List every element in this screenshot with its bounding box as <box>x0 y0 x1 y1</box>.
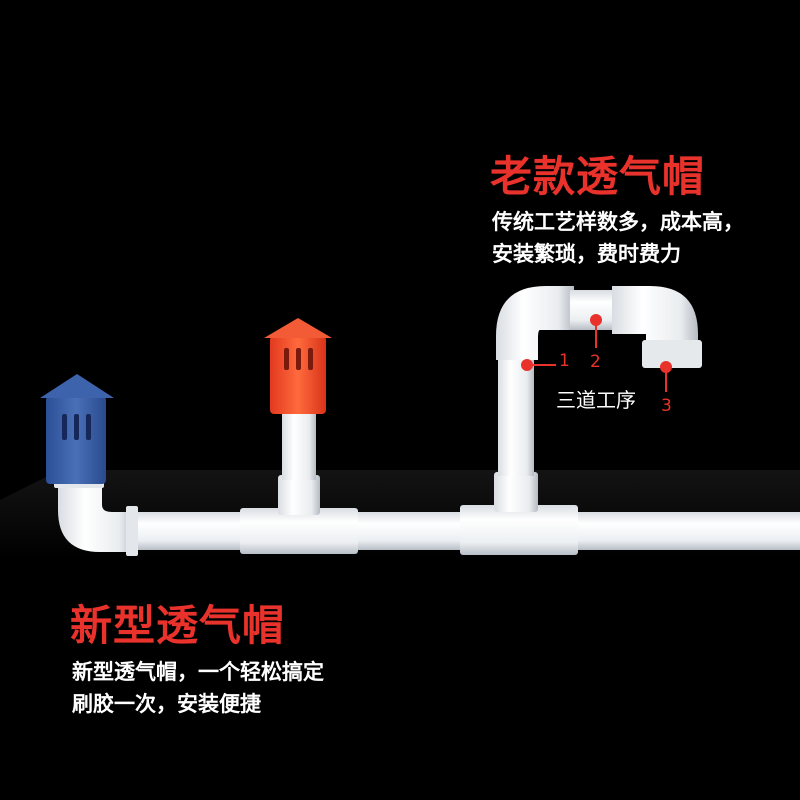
new-style-title: 新型透气帽 <box>70 601 286 650</box>
callout-label-2: 2 <box>590 352 601 372</box>
new-style-desc-line1: 新型透气帽，一个轻松搞定 <box>72 660 324 684</box>
pipe-tee-icon <box>240 410 358 554</box>
old-style-desc-line2: 安装繁琐，费时费力 <box>492 242 681 266</box>
old-style-desc-line1: 传统工艺样数多，成本高， <box>492 210 744 234</box>
callout-label-3: 3 <box>661 396 672 416</box>
old-style-title: 老款透气帽 <box>490 152 706 201</box>
blue-vent-cap-icon <box>40 374 114 484</box>
orange-vent-cap-icon <box>264 318 332 414</box>
callout-markers <box>521 314 672 392</box>
three-steps-label: 三道工序 <box>556 388 636 412</box>
callout-label-1: 1 <box>559 351 570 371</box>
new-style-desc-line2: 刷胶一次，安装便捷 <box>72 692 261 716</box>
old-style-assembly <box>460 286 702 555</box>
main-pipe <box>100 512 800 550</box>
